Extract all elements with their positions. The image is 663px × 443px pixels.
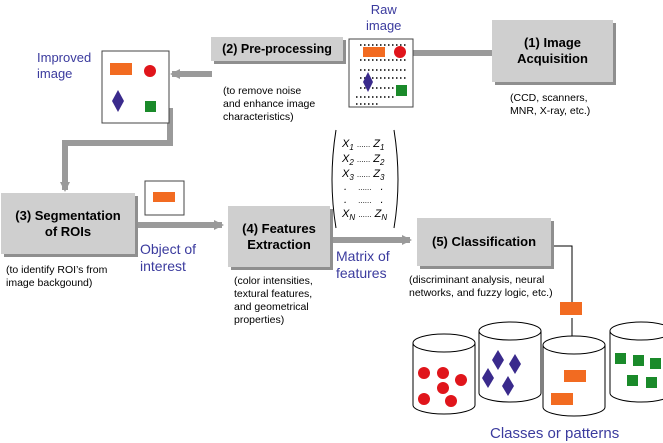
class-red-circle (418, 367, 430, 379)
class-red-circle (455, 374, 467, 386)
class-orange-rect (551, 393, 573, 405)
class-purple-diamond (509, 354, 521, 374)
note-classification: (discriminant analysis, neural networks,… (409, 274, 553, 300)
label-improved-image: Improved image (37, 50, 92, 81)
class-purple-diamond (482, 368, 494, 388)
class-cylinder-orange (542, 335, 606, 417)
box-features-extraction: (4) Features Extraction (228, 206, 330, 267)
box-classification: (5) Classification (417, 218, 551, 266)
matrix-right-bracket (393, 129, 399, 229)
raw-image-panel (348, 38, 414, 108)
matrix-row: . ...... . (344, 194, 384, 206)
arrow-improved-to-segmentation (60, 108, 173, 192)
arrow-classification-to-sample (553, 245, 573, 302)
matrix-row: . ...... . (344, 181, 384, 193)
label-matrix-of-features: Matrix of features (336, 248, 390, 281)
note-acquisition: (CCD, scanners, MNR, X-ray, etc.) (510, 92, 591, 118)
matrix-row: X2 ...... Z2 (342, 153, 385, 168)
object-orange-rect (153, 192, 175, 202)
label-raw-image: Raw image (366, 2, 402, 33)
class-green-square (633, 355, 644, 366)
class-green-square (646, 377, 657, 388)
class-red-circle (418, 393, 430, 405)
raw-orange-rect (363, 47, 385, 57)
class-green-square (650, 358, 661, 369)
note-pre-processing: (to remove noise and enhance image chara… (223, 85, 316, 124)
class-red-circle (437, 382, 449, 394)
label-object-of-interest: Object of interest (140, 241, 197, 274)
improved-orange-rect (110, 63, 132, 75)
matrix-left-bracket (331, 129, 337, 229)
sample-orange-rect (560, 302, 582, 315)
raw-purple-diamond (363, 72, 373, 92)
improved-image-panel (101, 50, 170, 124)
class-orange-rect (564, 370, 586, 382)
class-green-square (615, 353, 626, 364)
class-purple-diamond (492, 350, 504, 370)
improved-green-square (145, 101, 156, 112)
raw-green-square (396, 85, 407, 96)
matrix-row: XN ...... ZN (342, 208, 388, 223)
raw-red-circle (394, 46, 406, 58)
class-cylinder-red (412, 333, 476, 415)
box-pre-processing: (2) Pre-processing (211, 37, 343, 61)
improved-purple-diamond (112, 90, 124, 112)
note-features: (color intensities, textural features, a… (234, 275, 313, 327)
class-cylinder-purple (478, 321, 542, 403)
class-red-circle (445, 395, 457, 407)
matrix-row: X1 ...... Z1 (342, 138, 385, 153)
improved-red-circle (144, 65, 156, 77)
matrix-row: X3 ...... Z3 (342, 168, 385, 183)
box-image-acquisition: (1) Image Acquisition (492, 20, 613, 82)
class-green-square (627, 375, 638, 386)
class-red-circle (437, 367, 449, 379)
label-classes-or-patterns: Classes or patterns (490, 425, 620, 442)
object-of-interest-panel (144, 180, 185, 216)
class-purple-diamond (502, 376, 514, 396)
box-segmentation: (3) Segmentation of ROIs (1, 193, 135, 254)
note-segmentation: (to identify ROI’s from image backgound) (6, 264, 108, 290)
class-cylinder-green (609, 321, 663, 403)
